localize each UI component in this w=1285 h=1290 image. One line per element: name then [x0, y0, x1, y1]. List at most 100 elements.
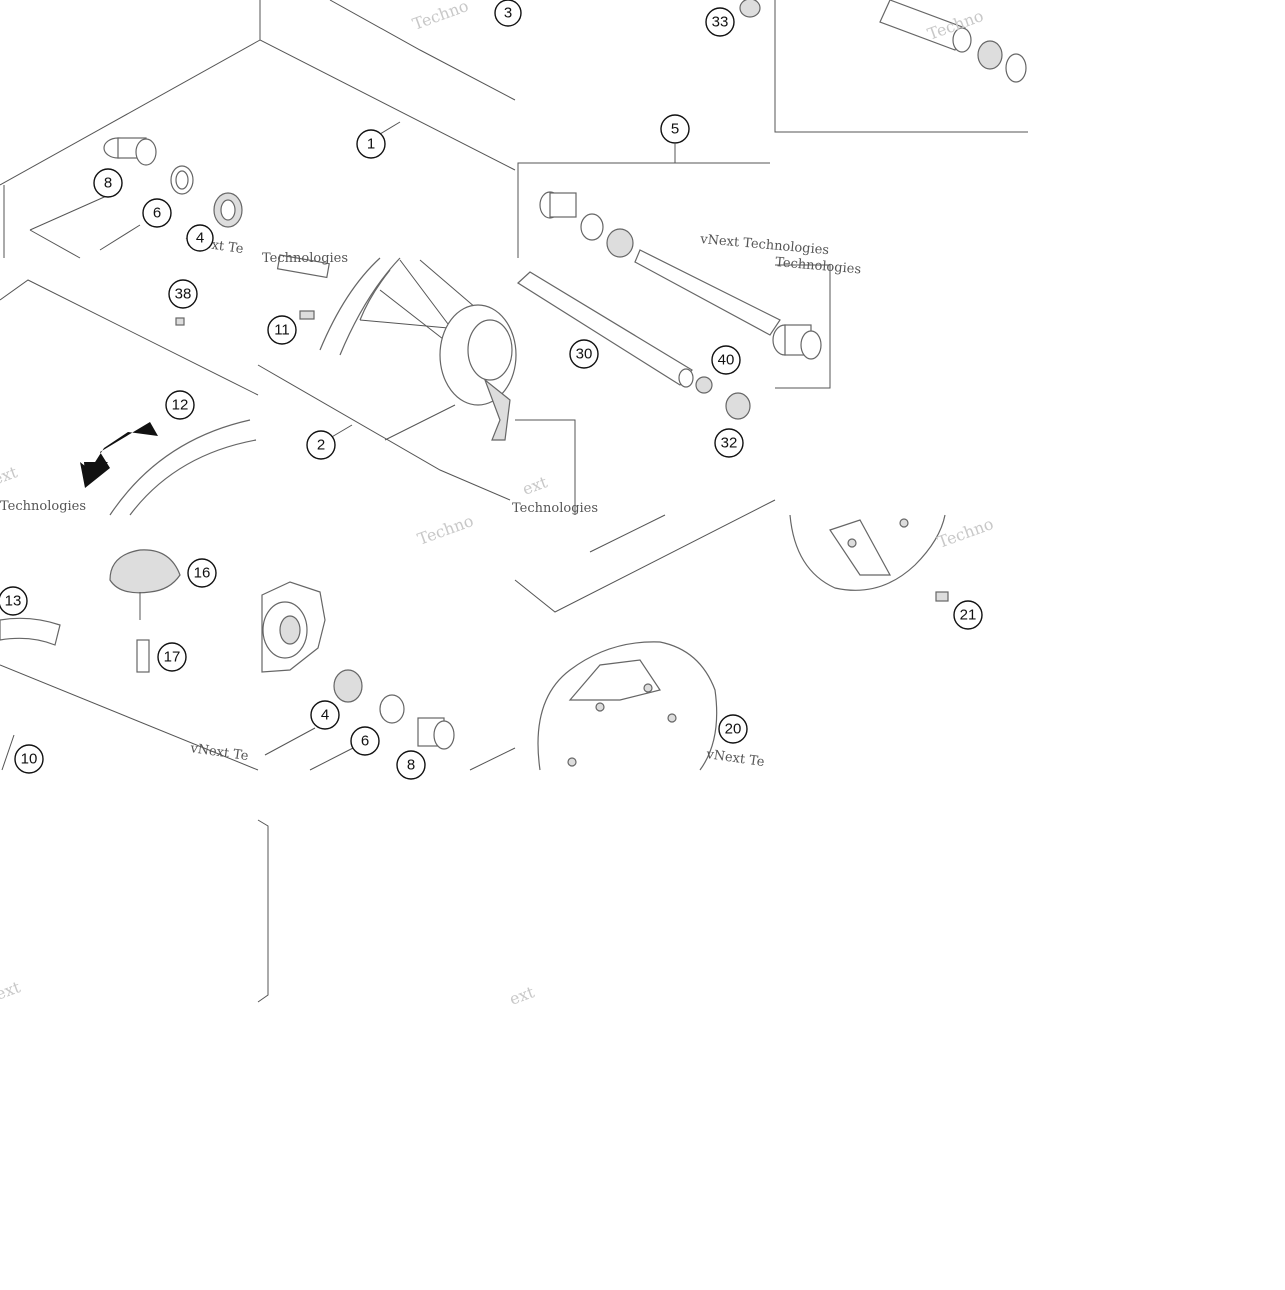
callout-30: 30 — [569, 339, 599, 369]
watermark-text: Techno — [415, 511, 476, 549]
watermark-text: ext — [0, 462, 20, 489]
arrow-icon — [80, 422, 158, 488]
callout-33: 33 — [705, 7, 735, 37]
assembly-line — [514, 499, 776, 613]
brake-disc-part — [567, 757, 577, 767]
svg-text:16: 16 — [194, 565, 211, 582]
spacer-part — [549, 192, 577, 218]
callout-11: 11 — [267, 315, 297, 345]
svg-text:10: 10 — [21, 751, 38, 768]
leader-line — [29, 229, 81, 259]
leader-line — [329, 424, 353, 439]
tire-part — [1, 734, 15, 771]
valve-cap-part — [175, 317, 185, 326]
svg-text:40: 40 — [718, 352, 735, 369]
watermark-text: ext — [520, 472, 550, 499]
tire-lever-part — [109, 549, 181, 594]
callout-13: 13 — [0, 586, 28, 616]
axle-part — [678, 368, 694, 388]
watermark-text: ext — [0, 977, 23, 1004]
leader-line — [469, 747, 516, 771]
rim-part — [359, 269, 391, 321]
assembly-line — [257, 819, 269, 1003]
callout-21: 21 — [953, 600, 983, 630]
assembly-line — [0, 664, 259, 771]
tile-top-left: Techno vNext Te — [0, 0, 516, 259]
tile-mid-left: ext Technologies — [0, 279, 259, 516]
brake-disc-part — [829, 519, 892, 576]
tile-bottom: ext ext — [0, 819, 537, 1009]
sleeve-part — [879, 0, 966, 51]
svg-text:38: 38 — [175, 286, 192, 303]
brake-disc-part — [568, 659, 661, 701]
tile-lower-center: Techno — [261, 511, 516, 771]
watermark-text: Technologies — [262, 251, 348, 266]
assembly-line — [329, 0, 516, 101]
svg-text:13: 13 — [5, 593, 22, 610]
callout-32: 32 — [714, 428, 744, 458]
leader-line — [589, 514, 666, 553]
watermark-text: Technologies — [775, 255, 862, 277]
svg-text:4: 4 — [321, 707, 329, 724]
hub-part — [279, 615, 301, 645]
callout-17: 17 — [157, 642, 187, 672]
callout-8-lower: 8 — [396, 750, 426, 780]
callout-40: 40 — [711, 345, 741, 375]
brake-disc-part — [847, 538, 857, 548]
callout-5: 5 — [660, 114, 690, 144]
seal-ring-part — [580, 213, 604, 241]
blank-region — [0, 1030, 785, 1285]
callout-2: 2 — [306, 430, 336, 460]
watermark-text: Technologies — [512, 501, 598, 516]
hub-flange-part — [483, 378, 511, 441]
leader-line — [384, 404, 456, 441]
brake-disc-part — [899, 518, 909, 528]
tube-part — [276, 254, 330, 279]
blank-region — [1028, 0, 1285, 515]
svg-text:8: 8 — [104, 175, 112, 192]
watermark-text: vNext Technologies — [699, 232, 830, 258]
hub-part — [467, 319, 513, 381]
tile-mid-center: Technologies — [257, 251, 517, 501]
spacer-part — [433, 720, 455, 750]
svg-text:6: 6 — [153, 205, 161, 222]
svg-text:6: 6 — [361, 733, 369, 750]
watermark-text: Technologies — [0, 499, 86, 514]
callout-8: 8 — [93, 168, 123, 198]
watermark-text: ext — [507, 982, 537, 1009]
cap-part — [725, 392, 751, 420]
svg-text:1: 1 — [367, 136, 375, 153]
callout-20: 20 — [718, 714, 748, 744]
bearing-part — [977, 40, 1003, 70]
callout-4: 4 — [186, 224, 214, 252]
bearing-part — [739, 0, 761, 18]
brake-disc-part — [643, 683, 653, 693]
rim-part — [129, 439, 257, 516]
svg-text:8: 8 — [407, 757, 415, 774]
bolt-part — [935, 591, 949, 602]
callout-38: 38 — [168, 279, 198, 309]
rim-band-part — [0, 617, 61, 646]
watermark-text: vNext Te — [704, 747, 765, 770]
svg-text:11: 11 — [274, 322, 290, 339]
watermark-text: Techno — [410, 0, 471, 34]
sleeve-part — [952, 27, 972, 53]
callout-4-lower: 4 — [310, 700, 340, 730]
svg-text:20: 20 — [725, 721, 742, 738]
assembly-line — [517, 162, 770, 258]
svg-text:30: 30 — [576, 346, 593, 363]
axle-part — [634, 249, 781, 336]
spacer-part — [800, 330, 822, 360]
leader-line — [99, 224, 141, 251]
brake-disc-part — [537, 641, 718, 771]
svg-text:12: 12 — [172, 397, 189, 414]
callout-6-lower: 6 — [350, 726, 380, 756]
bearing-part — [333, 669, 363, 703]
svg-text:17: 17 — [164, 649, 181, 666]
assembly-line — [257, 364, 511, 501]
assembly-line — [259, 0, 516, 171]
leader-line — [264, 727, 316, 756]
svg-text:21: 21 — [960, 607, 977, 624]
assembly-line — [515, 419, 576, 515]
